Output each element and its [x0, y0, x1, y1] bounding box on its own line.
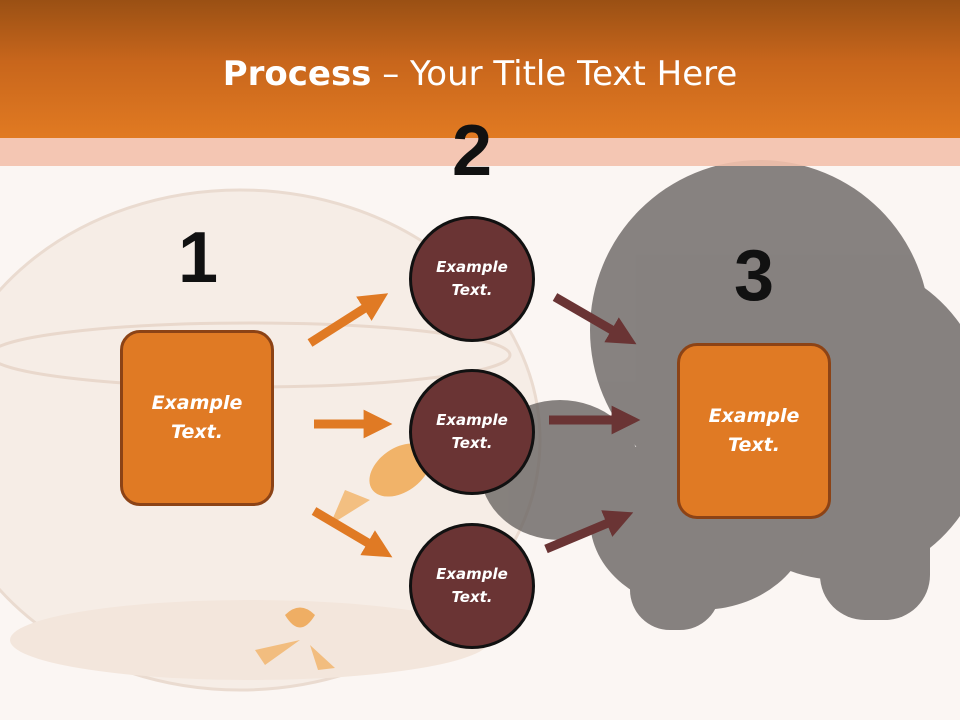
title-bar — [0, 0, 960, 138]
slide-title: Process – Your Title Text Here — [0, 52, 960, 96]
circle-middle-label: Example Text. — [436, 411, 508, 452]
arrow-up-right-orange — [307, 293, 389, 347]
circle-bottom-label: Example Text. — [436, 565, 508, 606]
step-2-circle-middle: Example Text. — [409, 369, 535, 495]
title-bar-band — [0, 138, 960, 166]
goldfish-small — [255, 607, 335, 670]
title-rest: – Your Title Text Here — [371, 54, 738, 94]
circle-top-label: Example Text. — [436, 258, 508, 299]
arrow-down-right-brown — [552, 293, 637, 345]
step-number-2: 2 — [451, 111, 493, 191]
arrow-down-right-orange — [311, 507, 393, 558]
step-2-circle-top: Example Text. — [409, 216, 535, 342]
arrow-up-right-brown — [544, 510, 634, 554]
step-number-3: 3 — [733, 236, 775, 316]
step-number-1: 1 — [177, 218, 219, 298]
step-1-box: Example Text. — [120, 330, 274, 506]
title-bold: Process — [222, 54, 372, 94]
step-3-box: Example Text. — [677, 343, 831, 519]
step-2-circle-bottom: Example Text. — [409, 523, 535, 649]
step-3-label: Example Text. — [708, 405, 800, 456]
step-1-label: Example Text. — [151, 392, 243, 443]
